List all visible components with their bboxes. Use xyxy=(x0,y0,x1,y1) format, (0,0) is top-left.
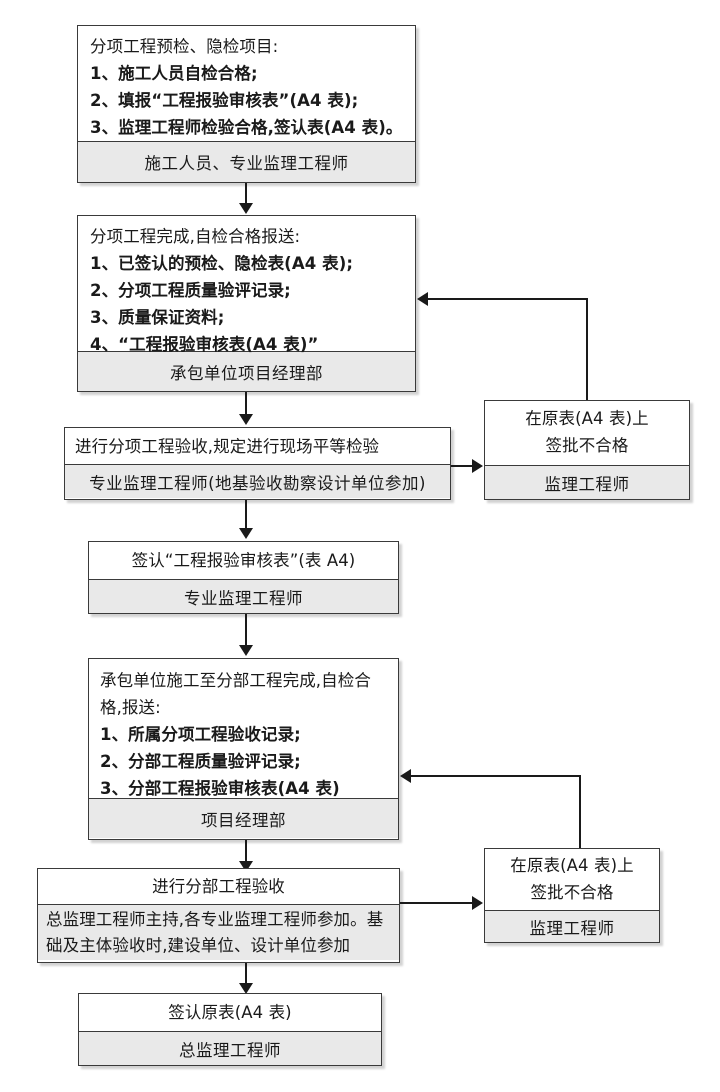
node-division-complete-submit: 承包单位施工至分部工程完成,自检合 格,报送: 1、所属分项工程验收记录; 2、… xyxy=(88,658,399,840)
node-body: 在原表(A4 表)上 签批不合格 xyxy=(485,401,689,465)
connector-n3-reject-upper-arrowhead xyxy=(472,459,483,473)
connector-n6-reject-lower-arrowhead xyxy=(472,896,483,910)
node-line: 签认原表(A4 表) xyxy=(168,1003,292,1022)
connector-n3-n4 xyxy=(245,500,247,530)
connector-n5-n6-arrowhead xyxy=(239,861,253,872)
connector-n3-reject-upper xyxy=(451,465,473,467)
feedback-lower-horizontal xyxy=(411,775,581,777)
node-line: 进行分部工程验收 xyxy=(152,877,285,896)
node-footer: 项目经理部 xyxy=(89,798,398,838)
connector-n4-n5 xyxy=(245,614,247,647)
node-body: 分项工程预检、隐检项目: 1、施工人员自检合格; 2、填报“工程报验审核表”(A… xyxy=(78,26,415,141)
node-subitem-acceptance: 进行分项工程验收,规定进行现场平等检验 专业监理工程师(地基验收勘察设计单位参加… xyxy=(64,427,451,500)
node-line: 分项工程完成,自检合格报送: xyxy=(90,227,301,246)
node-footer-label: 总监理工程师 xyxy=(179,1040,281,1060)
node-line: 2、分项工程质量验评记录; xyxy=(90,281,291,300)
node-footer-label: 监理工程师 xyxy=(529,918,615,938)
node-line: 1、所属分项工程验收记录; xyxy=(100,725,301,744)
node-reject-note-upper: 在原表(A4 表)上 签批不合格 监理工程师 xyxy=(484,400,690,500)
node-sign-review-form: 签认“工程报验审核表”(表 A4) 专业监理工程师 xyxy=(88,541,399,614)
node-footer-label: 承包单位项目经理部 xyxy=(170,363,323,383)
node-line: 进行分项工程验收,规定进行现场平等检验 xyxy=(75,436,380,456)
node-sign-original-form: 签认原表(A4 表) 总监理工程师 xyxy=(78,993,382,1066)
node-line: 承包单位施工至分部工程完成,自检合 xyxy=(100,671,371,690)
node-line: 在原表(A4 表)上 xyxy=(510,856,634,875)
node-footer: 监理工程师 xyxy=(485,465,689,499)
node-line: 3、监理工程师检验合格,签认表(A4 表)。 xyxy=(90,118,403,137)
node-footer-label: 专业监理工程师 xyxy=(184,588,303,608)
node-line: 2、填报“工程报验审核表”(A4 表); xyxy=(90,91,359,110)
node-body: 在原表(A4 表)上 签批不合格 xyxy=(485,849,659,910)
node-line: 签批不合格 xyxy=(545,436,629,455)
connector-n2-n3 xyxy=(245,392,247,416)
connector-n5-n6 xyxy=(245,840,247,863)
node-footer-label: 础及主体验收时,建设单位、设计单位参加 xyxy=(46,935,351,955)
node-line: 格,报送: xyxy=(100,698,161,717)
connector-n6-n7-arrowhead xyxy=(239,983,253,994)
node-body: 承包单位施工至分部工程完成,自检合 格,报送: 1、所属分项工程验收记录; 2、… xyxy=(89,659,398,798)
node-body: 签认“工程报验审核表”(表 A4) xyxy=(89,542,398,579)
connector-n2-n3-arrowhead xyxy=(239,414,253,425)
node-footer: 总监理工程师主持,各专业监理工程师参加。基 础及主体验收时,建设单位、设计单位参… xyxy=(38,904,399,960)
node-line: 4、“工程报验审核表(A4 表)” xyxy=(90,335,319,354)
node-subitem-pre-check: 分项工程预检、隐检项目: 1、施工人员自检合格; 2、填报“工程报验审核表”(A… xyxy=(77,25,416,183)
node-line: 在原表(A4 表)上 xyxy=(525,409,649,428)
node-footer-label: 专业监理工程师(地基验收勘察设计单位参加) xyxy=(89,473,426,493)
node-body: 进行分项工程验收,规定进行现场平等检验 xyxy=(65,428,450,464)
node-footer: 专业监理工程师(地基验收勘察设计单位参加) xyxy=(65,464,450,498)
connector-n1-n2 xyxy=(245,183,247,205)
node-footer-label: 施工人员、专业监理工程师 xyxy=(144,154,349,173)
node-body: 分项工程完成,自检合格报送: 1、已签认的预检、隐检表(A4 表); 2、分项工… xyxy=(78,216,415,354)
node-line: 签认“工程报验审核表”(表 A4) xyxy=(131,551,356,570)
feedback-lower-arrowhead xyxy=(400,769,411,783)
node-line: 3、分部工程报验审核表(A4 表) xyxy=(100,779,340,798)
connector-n6-n7 xyxy=(245,963,247,985)
feedback-lower-vertical xyxy=(579,775,581,848)
node-footer-label: 监理工程师 xyxy=(544,474,630,494)
feedback-upper-arrowhead xyxy=(417,292,428,306)
node-division-acceptance: 进行分部工程验收 总监理工程师主持,各专业监理工程师参加。基 础及主体验收时,建… xyxy=(37,868,400,963)
node-line: 分项工程预检、隐检项目: xyxy=(90,37,279,56)
node-footer: 施工人员、专业监理工程师 xyxy=(78,141,415,182)
feedback-upper-vertical xyxy=(586,298,588,400)
connector-n1-n2-arrowhead xyxy=(239,203,253,214)
node-body: 签认原表(A4 表) xyxy=(79,994,381,1031)
node-reject-note-lower: 在原表(A4 表)上 签批不合格 监理工程师 xyxy=(484,848,660,943)
node-footer-label: 项目经理部 xyxy=(201,810,286,830)
connector-n3-n4-arrowhead xyxy=(239,528,253,539)
node-footer: 监理工程师 xyxy=(485,910,659,942)
node-body: 进行分部工程验收 xyxy=(38,869,399,904)
node-line: 1、施工人员自检合格; xyxy=(90,64,258,83)
connector-n6-reject-lower xyxy=(400,902,473,904)
node-footer: 承包单位项目经理部 xyxy=(78,351,415,391)
node-footer: 总监理工程师 xyxy=(79,1031,381,1065)
node-line: 3、质量保证资料; xyxy=(90,308,225,327)
node-subitem-complete-submit: 分项工程完成,自检合格报送: 1、已签认的预检、隐检表(A4 表); 2、分项工… xyxy=(77,215,416,392)
node-line: 1、已签认的预检、隐检表(A4 表); xyxy=(90,254,354,273)
node-footer-label: 总监理工程师主持,各专业监理工程师参加。基 xyxy=(46,909,384,929)
connector-n4-n5-arrowhead xyxy=(239,645,253,656)
node-footer: 专业监理工程师 xyxy=(89,579,398,613)
feedback-upper-horizontal xyxy=(428,298,588,300)
node-line: 2、分部工程质量验评记录; xyxy=(100,752,301,771)
node-line: 签批不合格 xyxy=(530,883,614,902)
